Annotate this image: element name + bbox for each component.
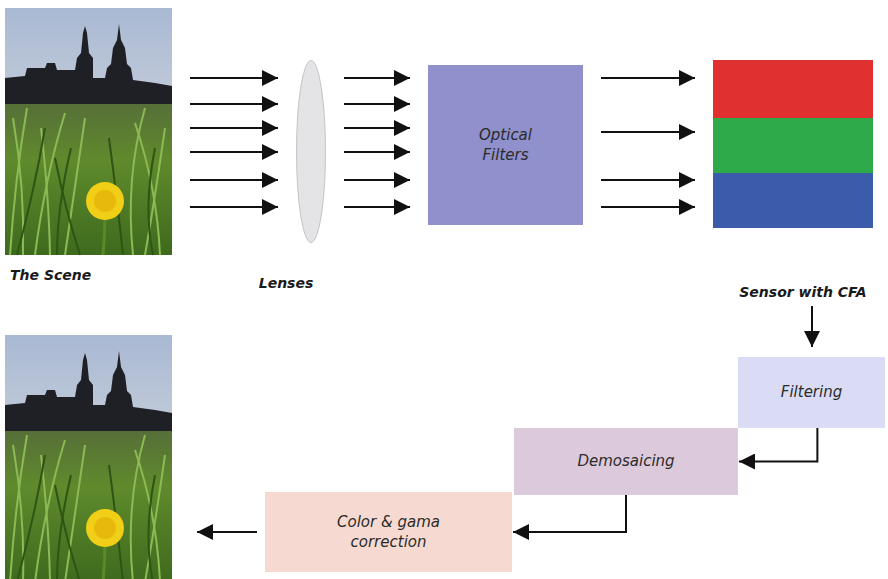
process-box: Optical Filters	[428, 65, 583, 225]
arrow-line	[190, 179, 278, 181]
arrow-line	[739, 428, 817, 462]
cfa-band	[713, 60, 873, 118]
flow-arrow	[513, 495, 626, 532]
process-box: Demosaicing	[514, 428, 738, 495]
scene-photo	[5, 8, 172, 255]
process-box: Filtering	[738, 357, 885, 428]
lens: Lenses	[296, 60, 326, 243]
arrow-line	[344, 151, 410, 153]
box-label: Filtering	[781, 382, 842, 402]
cfa-band	[713, 118, 873, 173]
lens-ellipse	[297, 61, 326, 243]
process-box: Color & gama correction	[265, 492, 512, 572]
scene-image: The Scene	[5, 8, 172, 255]
output-photo	[5, 335, 172, 579]
arrow-line	[601, 77, 695, 79]
arrow-line	[190, 127, 278, 129]
arrow-line	[344, 179, 410, 181]
output-arrow	[197, 531, 257, 533]
arrow-line	[344, 127, 410, 129]
box-label: Demosaicing	[577, 451, 674, 471]
flow-arrow	[190, 78, 278, 207]
arrow-line	[601, 131, 695, 133]
part-label: The Scene	[10, 267, 91, 283]
sensor-cfa: Sensor with CFA	[713, 60, 873, 228]
arrow-line	[811, 306, 813, 347]
flow-arrow	[601, 78, 695, 207]
flow-arrow	[739, 428, 817, 462]
arrow-line	[344, 206, 410, 208]
box-label: Color & gama correction	[324, 512, 454, 553]
arrow-line	[190, 77, 278, 79]
arrow-line	[190, 103, 278, 105]
flow-arrow	[344, 78, 410, 207]
arrow-line	[513, 495, 626, 532]
arrow-line	[344, 77, 410, 79]
part-label: Sensor with CFA	[739, 284, 866, 300]
arrow-line	[190, 206, 278, 208]
arrow-line	[601, 206, 695, 208]
arrow-line	[190, 151, 278, 153]
box-label: Optical Filters	[466, 125, 546, 166]
arrow-line	[601, 179, 695, 181]
arrow-line	[344, 103, 410, 105]
flow-arrow	[812, 306, 813, 347]
part-label: Lenses	[259, 275, 314, 291]
lens-shape	[296, 60, 326, 243]
cfa-band	[713, 173, 873, 228]
